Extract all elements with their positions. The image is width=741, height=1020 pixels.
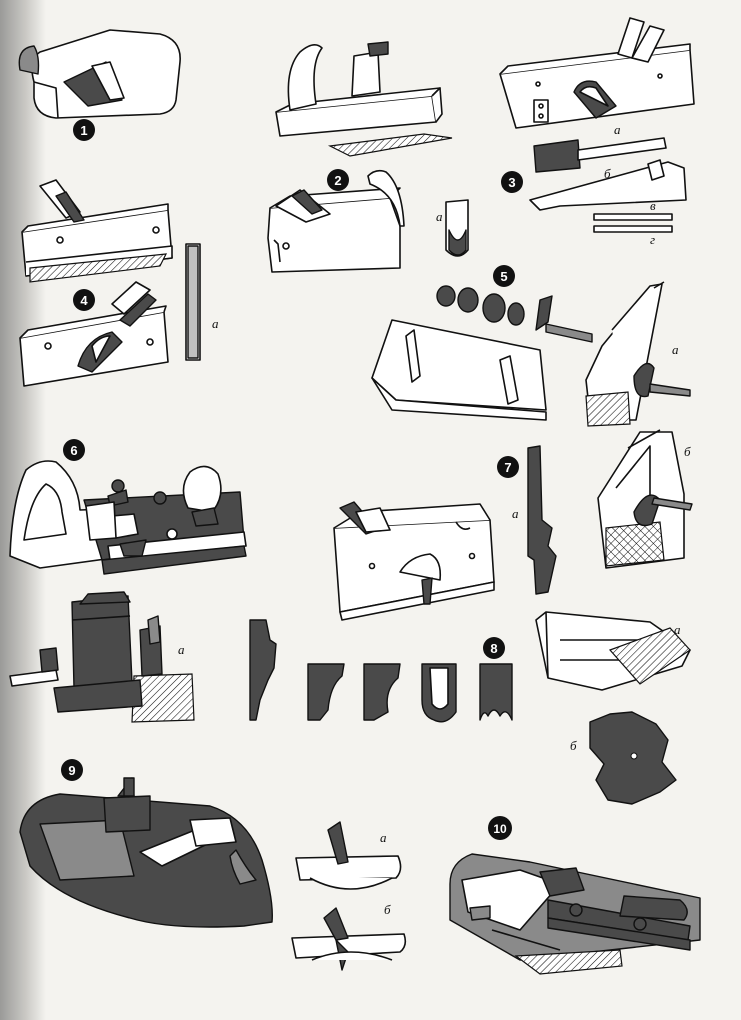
figure-9-metal-plane (19, 777, 407, 971)
fig6-label-a: а (178, 642, 185, 657)
figure-badge-10: 10 (488, 816, 512, 840)
fig8-label-a: а (674, 622, 681, 637)
figure-7-molding-plane (333, 429, 693, 621)
fig8-label-b: б (570, 738, 577, 753)
fig3-label-g: г (650, 232, 655, 247)
figure-badge-3-number: 3 (508, 175, 515, 190)
figure-badge-7-number: 7 (504, 460, 511, 475)
figure-badge-7: 7 (497, 456, 519, 478)
figure-badge-1-number: 1 (80, 123, 87, 138)
fig4-label-a: а (212, 316, 219, 331)
fence-bolt (436, 285, 593, 343)
figure-badge-8: 8 (483, 637, 505, 659)
figure-badge-6-number: 6 (70, 443, 77, 458)
figure-2-horned-plane (267, 41, 469, 273)
figure-badge-5: 5 (493, 265, 515, 287)
figure-badge-9-number: 9 (68, 763, 75, 778)
figure-badge-10-number: 10 (493, 822, 507, 836)
figure-badge-6: 6 (63, 439, 85, 461)
figure-badge-3: 3 (501, 171, 523, 193)
figure-4-rebate-planes (19, 179, 201, 387)
fig9-label-a: а (380, 830, 387, 845)
fig9-label-b: б (384, 902, 391, 917)
figure-8-profiles (249, 611, 691, 805)
fig3-label-b: б (604, 166, 611, 181)
figure-6-combination-plane (9, 460, 247, 723)
figure-badge-1: 1 (73, 119, 95, 141)
figure-badge-4: 4 (73, 289, 95, 311)
figure-badge-2-number: 2 (334, 173, 341, 188)
fig2-label-a: а (436, 209, 443, 224)
figure-3-plane-parts (499, 17, 695, 233)
fig3-label-v: в (650, 198, 656, 213)
fig7-label-a: а (512, 506, 519, 521)
figure-5-plow-fence (371, 281, 691, 427)
figure-badge-5-number: 5 (500, 269, 507, 284)
fig5-label-a: а (672, 342, 679, 357)
fig3-label-a: а (614, 122, 621, 137)
figure-badge-4-number: 4 (80, 293, 88, 308)
figure-1-block-plane (18, 29, 181, 119)
figure-badge-9: 9 (61, 759, 83, 781)
fig7-label-b: б (684, 444, 691, 459)
figure-10-plow-plane (449, 853, 701, 975)
figure-badge-2: 2 (327, 169, 349, 191)
figure-badge-8-number: 8 (490, 641, 497, 656)
